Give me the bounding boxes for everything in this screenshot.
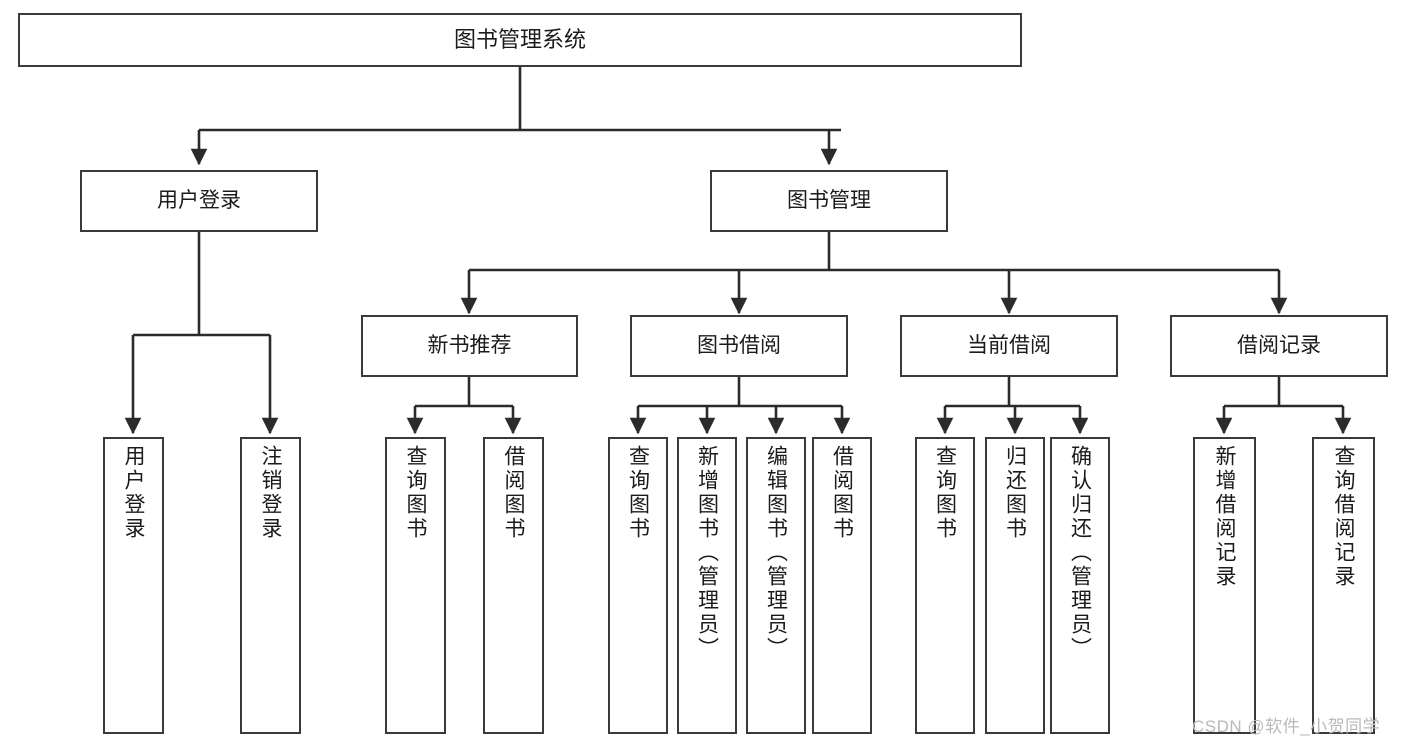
leaf-borrow-borrow-book[interactable]: 借阅图书 (812, 437, 872, 734)
leaf-new-book-borrow-label: 借阅图书 (502, 445, 525, 541)
leaf-record-add[interactable]: 新增借阅记录 (1193, 437, 1256, 734)
leaf-borrow-edit-book[interactable]: 编辑图书（管理员） (746, 437, 806, 734)
node-book-borrow-label: 图书借阅 (697, 333, 781, 357)
node-root[interactable]: 图书管理系统 (18, 13, 1022, 67)
leaf-borrow-add-book[interactable]: 新增图书（管理员） (677, 437, 737, 734)
leaf-record-query-label: 查询借阅记录 (1332, 445, 1355, 589)
leaf-borrow-query-book-label: 查询图书 (626, 445, 650, 541)
leaf-new-book-query-label: 查询图书 (404, 445, 427, 541)
leaf-current-query-book-label: 查询图书 (933, 445, 957, 541)
node-current-borrow[interactable]: 当前借阅 (900, 315, 1118, 377)
leaf-user-login-signout-label: 注销登录 (259, 445, 282, 541)
node-book-management-label: 图书管理 (787, 188, 871, 212)
leaf-user-login-signout[interactable]: 注销登录 (240, 437, 301, 734)
node-borrow-record-label: 借阅记录 (1237, 333, 1321, 357)
node-root-label: 图书管理系统 (453, 27, 586, 53)
node-book-management[interactable]: 图书管理 (710, 170, 948, 232)
leaf-current-query-book[interactable]: 查询图书 (915, 437, 975, 734)
node-new-book-recommend-label: 新书推荐 (427, 333, 512, 357)
node-user-login-label: 用户登录 (157, 188, 241, 212)
leaf-record-add-label: 新增借阅记录 (1213, 445, 1236, 589)
leaf-new-book-borrow[interactable]: 借阅图书 (483, 437, 544, 734)
leaf-borrow-borrow-book-label: 借阅图书 (830, 445, 854, 541)
node-book-borrow[interactable]: 图书借阅 (630, 315, 848, 377)
leaf-borrow-add-book-label: 新增图书（管理员） (695, 445, 719, 661)
leaf-record-query[interactable]: 查询借阅记录 (1312, 437, 1375, 734)
leaf-current-confirm-return[interactable]: 确认归还（管理员） (1050, 437, 1110, 734)
leaf-current-return-book-label: 归还图书 (1003, 445, 1027, 541)
leaf-new-book-query[interactable]: 查询图书 (385, 437, 446, 734)
leaf-user-login-signin[interactable]: 用户登录 (103, 437, 164, 734)
leaf-current-return-book[interactable]: 归还图书 (985, 437, 1045, 734)
leaf-borrow-query-book[interactable]: 查询图书 (608, 437, 668, 734)
leaf-user-login-signin-label: 用户登录 (122, 445, 145, 541)
leaf-borrow-edit-book-label: 编辑图书（管理员） (764, 445, 788, 661)
node-borrow-record[interactable]: 借阅记录 (1170, 315, 1388, 377)
watermark: CSDN @软件_小贺同学 (1192, 717, 1381, 736)
leaf-current-confirm-return-label: 确认归还（管理员） (1068, 445, 1092, 661)
node-user-login[interactable]: 用户登录 (80, 170, 318, 232)
node-current-borrow-label: 当前借阅 (967, 333, 1051, 357)
node-new-book-recommend[interactable]: 新书推荐 (361, 315, 578, 377)
